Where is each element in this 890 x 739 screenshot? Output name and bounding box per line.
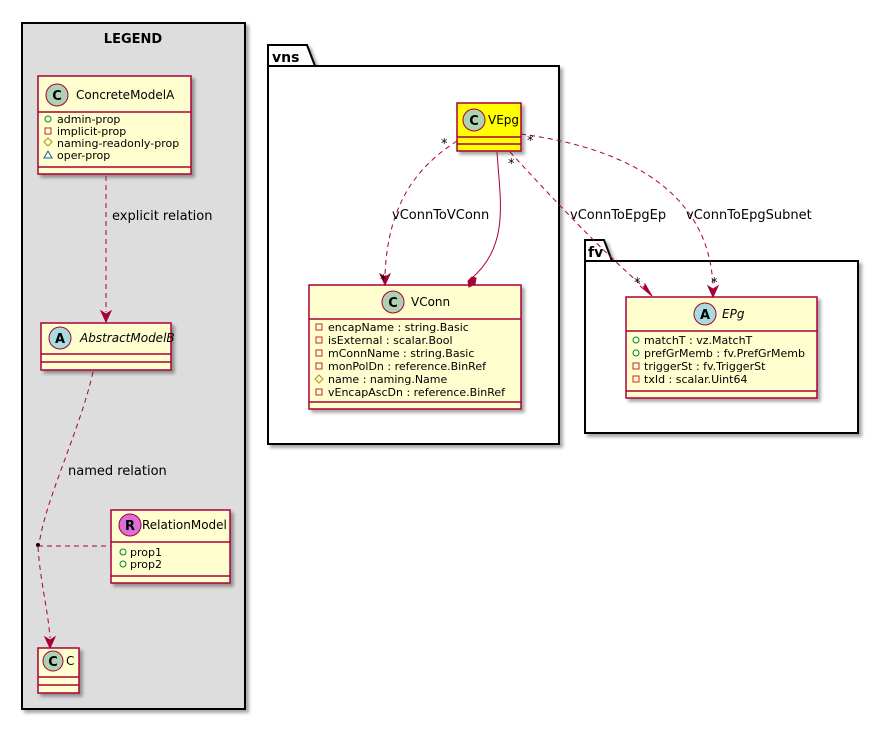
class-name: AbstractModelB [79,331,175,345]
abstract-stereotype-icon [693,302,717,326]
abstract-stereotype-icon [48,326,72,350]
relation-composition [467,151,501,288]
stereotype-letter: A [700,308,710,323]
attribute: oper-prop [57,149,110,162]
attribute: naming-readonly-prop [57,137,179,150]
attribute: admin-prop [57,113,120,126]
stereotype-letter: C [52,89,62,104]
public-visibility-icon [119,548,127,556]
relation-vconn-to-epg-ep: vConnToEpgEp * * [508,151,666,297]
attribute: name : naming.Name [328,373,448,386]
multiplicity: * [527,134,534,149]
multiplicity: * [508,157,515,172]
class-stereotype-icon [381,290,405,314]
class-stereotype-icon [42,650,64,672]
arrow-head-icon [639,282,653,297]
protected-visibility-icon [314,374,324,384]
private-visibility-icon [315,349,323,357]
relation-vconn-to-vconn: vConnToVConn * * [378,137,489,288]
private-visibility-icon [315,362,323,370]
private-visibility-icon [632,375,640,383]
private-visibility-icon [44,127,52,135]
relation-label: vConnToEpgEp [570,208,666,223]
multiplicity: * [634,276,641,291]
class-name: VConn [411,295,450,309]
private-visibility-icon [315,336,323,344]
attribute: mConnName : string.Basic [328,347,474,360]
arrow-head-icon [43,635,57,650]
attribute: prefGrMemb : fv.PrefGrMemb [644,347,805,360]
legend-panel: LEGEND C ConcreteModelA admin-prop impli… [21,22,246,710]
class-name: C [66,654,74,668]
private-visibility-icon [315,323,323,331]
private-visibility-icon [632,362,640,370]
attribute: prop1 [130,546,162,559]
attribute: prop2 [130,558,162,571]
attribute: vEncapAscDn : reference.BinRef [328,386,506,399]
package-title: vns [272,50,299,66]
attribute: implicit-prop [57,125,126,138]
attribute: encapName : string.Basic [328,321,469,334]
attribute: matchT : vz.MatchT [644,334,753,347]
public-visibility-icon [632,349,640,357]
class-abstract-model-b[interactable]: A AbstractModelB [40,322,175,371]
relation-label: vConnToEpgSubnet [686,208,812,223]
class-name: ConcreteModelA [76,88,175,102]
package-visibility-icon [43,149,53,159]
attribute: monPolDn : reference.BinRef [328,360,487,373]
relation-label: vConnToVConn [392,208,489,223]
composition-diamond-icon [467,276,477,288]
class-c[interactable]: C C [37,647,80,694]
package-title: fv [588,245,603,261]
stereotype-letter: A [55,332,65,347]
stereotype-letter: R [125,519,135,534]
class-name: EPg [722,307,745,321]
attribute: txId : scalar.Uint64 [644,373,747,386]
stereotype-letter: C [388,296,398,311]
relation-named: named relation [36,371,167,650]
class-concrete-model-a[interactable]: C ConcreteModelA admin-prop implicit-pro… [37,75,192,175]
class-name: VEpg [488,113,519,127]
relation-stereotype-icon [118,513,142,537]
multiplicity: * [441,137,448,152]
public-visibility-icon [44,115,52,123]
class-stereotype-icon [462,108,486,132]
relation-explicit: explicit relation [99,176,212,324]
public-visibility-icon [632,336,640,344]
class-relation-model[interactable]: R RelationModel prop1 prop2 [110,509,231,584]
legend-title: LEGEND [104,32,163,47]
relation-label: explicit relation [112,209,212,224]
class-epg[interactable]: A EPg matchT : vz.MatchT prefGrMemb : fv… [625,296,818,399]
relation-label: named relation [68,464,167,479]
class-name: RelationModel [142,518,227,532]
class-vconn[interactable]: C VConn encapName : string.Basic isExter… [308,284,522,410]
package-fv: fv A EPg matchT : vz.MatchT prefGrMemb :… [584,239,859,434]
attribute: triggerSt : fv.TriggerSt [644,360,766,373]
class-vepg[interactable]: C VEpg [456,102,522,152]
arrow-head-icon [378,272,392,287]
stereotype-letter: C [469,114,479,129]
multiplicity: * [380,273,387,288]
private-visibility-icon [315,388,323,396]
class-stereotype-icon [45,83,69,107]
arrow-head-icon [99,309,113,324]
relation-vconn-to-epg-subnet: vConnToEpgSubnet * * [520,133,812,299]
package-vns: vns C VEpg C VConn encapName : string.Ba… [267,44,560,445]
stereotype-letter: C [48,655,58,670]
multiplicity: * [711,276,718,291]
arrow-head-icon [706,284,720,299]
protected-visibility-icon [43,137,53,147]
attribute: isExternal : scalar.Bool [328,334,453,347]
public-visibility-icon [119,560,127,568]
